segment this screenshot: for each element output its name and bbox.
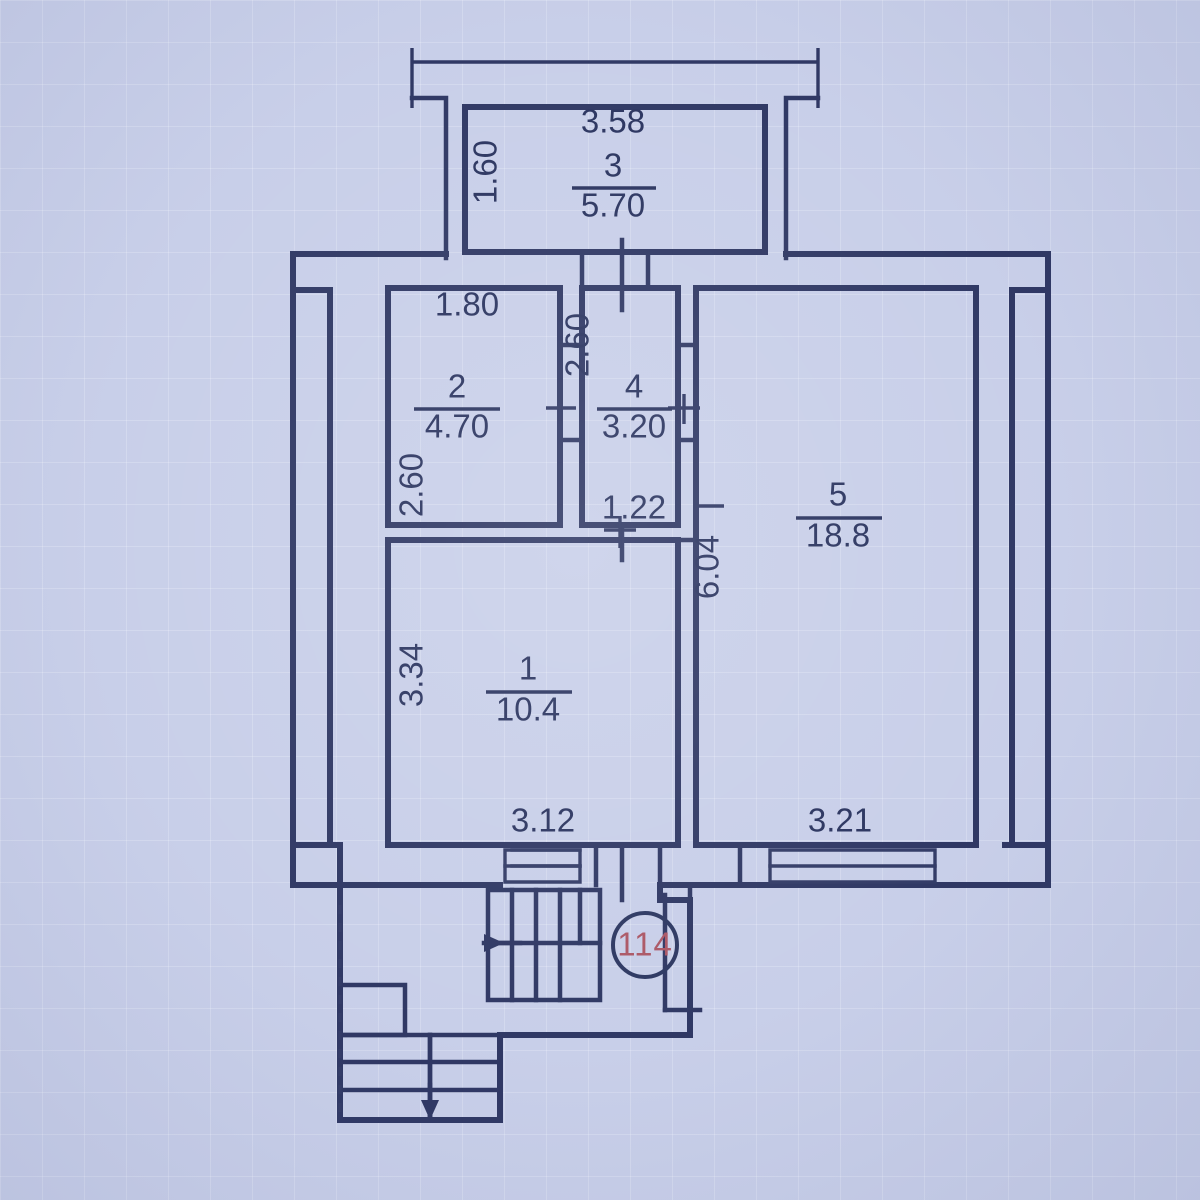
dim-room2-height: 2.60 [393, 453, 430, 517]
dim-room4-width: 1.22 [602, 489, 666, 526]
room-1-outline [385, 537, 681, 848]
hall-walls [579, 522, 699, 543]
stair-direction-arrow-down [421, 1082, 439, 1121]
room-1-area: 10.4 [496, 691, 560, 728]
corridor-right-border [662, 892, 703, 1013]
left-exterior-wall [290, 287, 343, 888]
right-exterior-wall [1002, 287, 1051, 888]
upper-stair-flight [485, 887, 603, 1003]
stair-landing-outline [337, 882, 693, 1123]
dimension-ticks [546, 394, 724, 548]
dim-room4-height: 2.60 [559, 313, 596, 377]
bottom-wall-structure [290, 842, 1051, 888]
stair-direction-arrow-up [481, 934, 523, 952]
room-4-number: 4 [625, 368, 643, 405]
wall-stubs-top [579, 237, 651, 313]
room-2-number: 2 [448, 368, 466, 405]
room-3-outline [462, 104, 768, 255]
balcony-outer-walls [409, 95, 821, 261]
room-5-outline [693, 285, 979, 848]
apartment-number-badge: 114 [611, 911, 679, 979]
lower-stair-flight [337, 1032, 503, 1123]
room-3-number: 3 [604, 147, 622, 184]
room-1-number: 1 [519, 650, 537, 687]
apartment-number-text: 114 [617, 926, 673, 963]
building-top-wall [290, 251, 1051, 293]
dim-room5-width: 3.21 [808, 802, 872, 839]
room-5-area: 18.8 [806, 517, 870, 554]
room-5-number: 5 [829, 476, 847, 513]
room-3-area: 5.70 [581, 187, 645, 224]
wall-stub-bottom-center [593, 842, 743, 903]
window-room5 [768, 848, 937, 884]
dim-room3-height: 1.60 [467, 140, 504, 204]
room-2-outline [385, 285, 563, 528]
room-4-area: 3.20 [602, 408, 666, 445]
dim-room2-width: 1.80 [435, 286, 499, 323]
dim-room1-width: 3.12 [511, 802, 575, 839]
stair-steps-top [510, 848, 582, 868]
top-dimension-line [410, 48, 820, 108]
dim-room5-height: 6.04 [689, 535, 726, 599]
room-2-area: 4.70 [425, 408, 489, 445]
dim-room3-width: 3.58 [581, 103, 645, 140]
dim-room1-height: 3.34 [393, 643, 430, 707]
shaft-box [337, 982, 408, 1038]
